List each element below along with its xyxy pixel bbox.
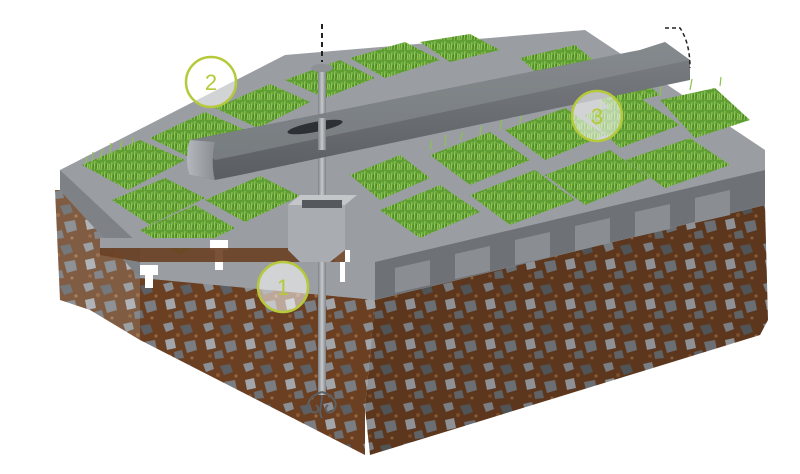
callout-2-label: 2 — [205, 70, 217, 95]
paver-teeth-right — [395, 190, 730, 293]
anchor-rod-upper — [318, 118, 326, 150]
paver-cutaway-left — [100, 238, 350, 288]
ground-anchor — [288, 24, 357, 419]
soil-front-right — [365, 205, 768, 455]
anchor-curls-icon — [307, 391, 337, 419]
beam-end-cap — [187, 140, 215, 180]
callout-1: 1 — [256, 260, 310, 314]
callout-2: 2 — [184, 55, 238, 109]
beam-slot — [287, 119, 343, 135]
callout-3-label: 3 — [591, 104, 603, 129]
callout-1-label: 1 — [277, 275, 289, 300]
anchor-socket — [288, 205, 345, 262]
kerb-beam — [187, 27, 691, 180]
soil-left-side — [55, 190, 140, 340]
anchor-head — [311, 64, 333, 72]
callout-3: 3 — [570, 89, 624, 143]
beam-far-end — [665, 27, 691, 69]
